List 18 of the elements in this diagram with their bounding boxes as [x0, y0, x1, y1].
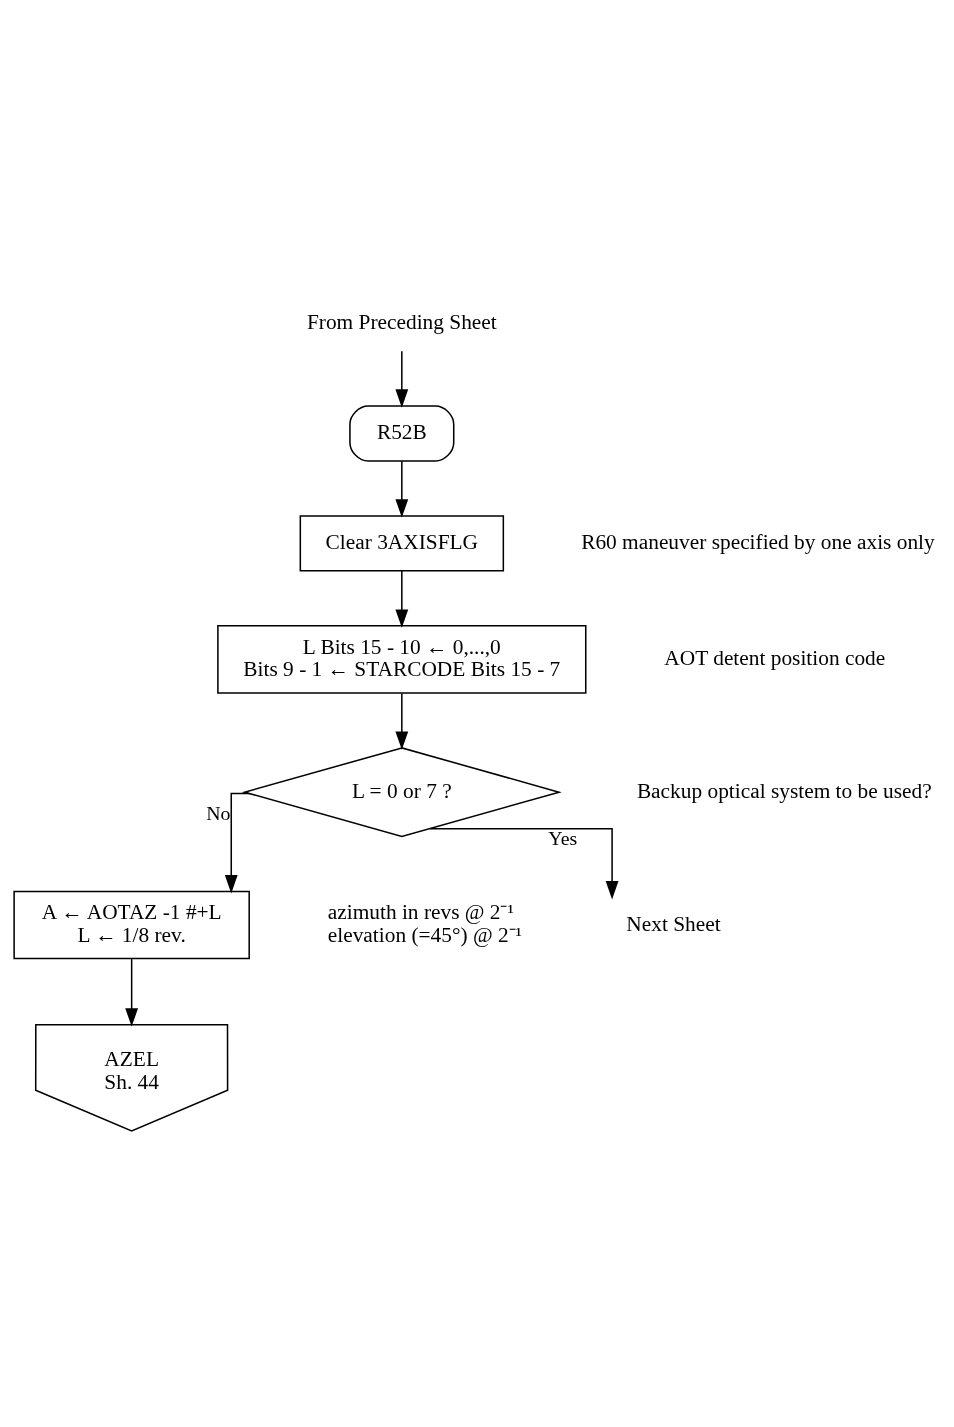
- node-label: AOT detent position code: [664, 646, 886, 671]
- node-label: elevation (=45°) @ 2⁻¹: [327, 923, 523, 948]
- node-label: azimuth in revs @ 2⁻¹: [327, 900, 514, 925]
- arrow: [428, 827, 619, 900]
- node-box: Clear 3AXISFLG: [299, 515, 505, 572]
- node-text: Next Sheet: [626, 911, 721, 936]
- edge-label: No: [206, 802, 231, 825]
- arrow: [125, 958, 139, 1027]
- node-box: R52B: [349, 405, 455, 462]
- arrow: [395, 460, 409, 518]
- node-label: R60 maneuver specified by one axis only: [581, 530, 935, 555]
- node-box: A ← AOTAZ -1 #+L L ← 1/8 rev.: [13, 890, 250, 960]
- node-box: L Bits 15 - 10 ← 0,...,0 Bits 9 - 1 ← STARCODE Bits 15 - 7: [217, 625, 587, 694]
- arrow: [395, 570, 409, 628]
- node-label: Backup optical system to be used?: [636, 778, 932, 803]
- node-text: From Preceding Sheet: [306, 310, 497, 335]
- arrow: [395, 350, 409, 408]
- arrow: [395, 692, 409, 750]
